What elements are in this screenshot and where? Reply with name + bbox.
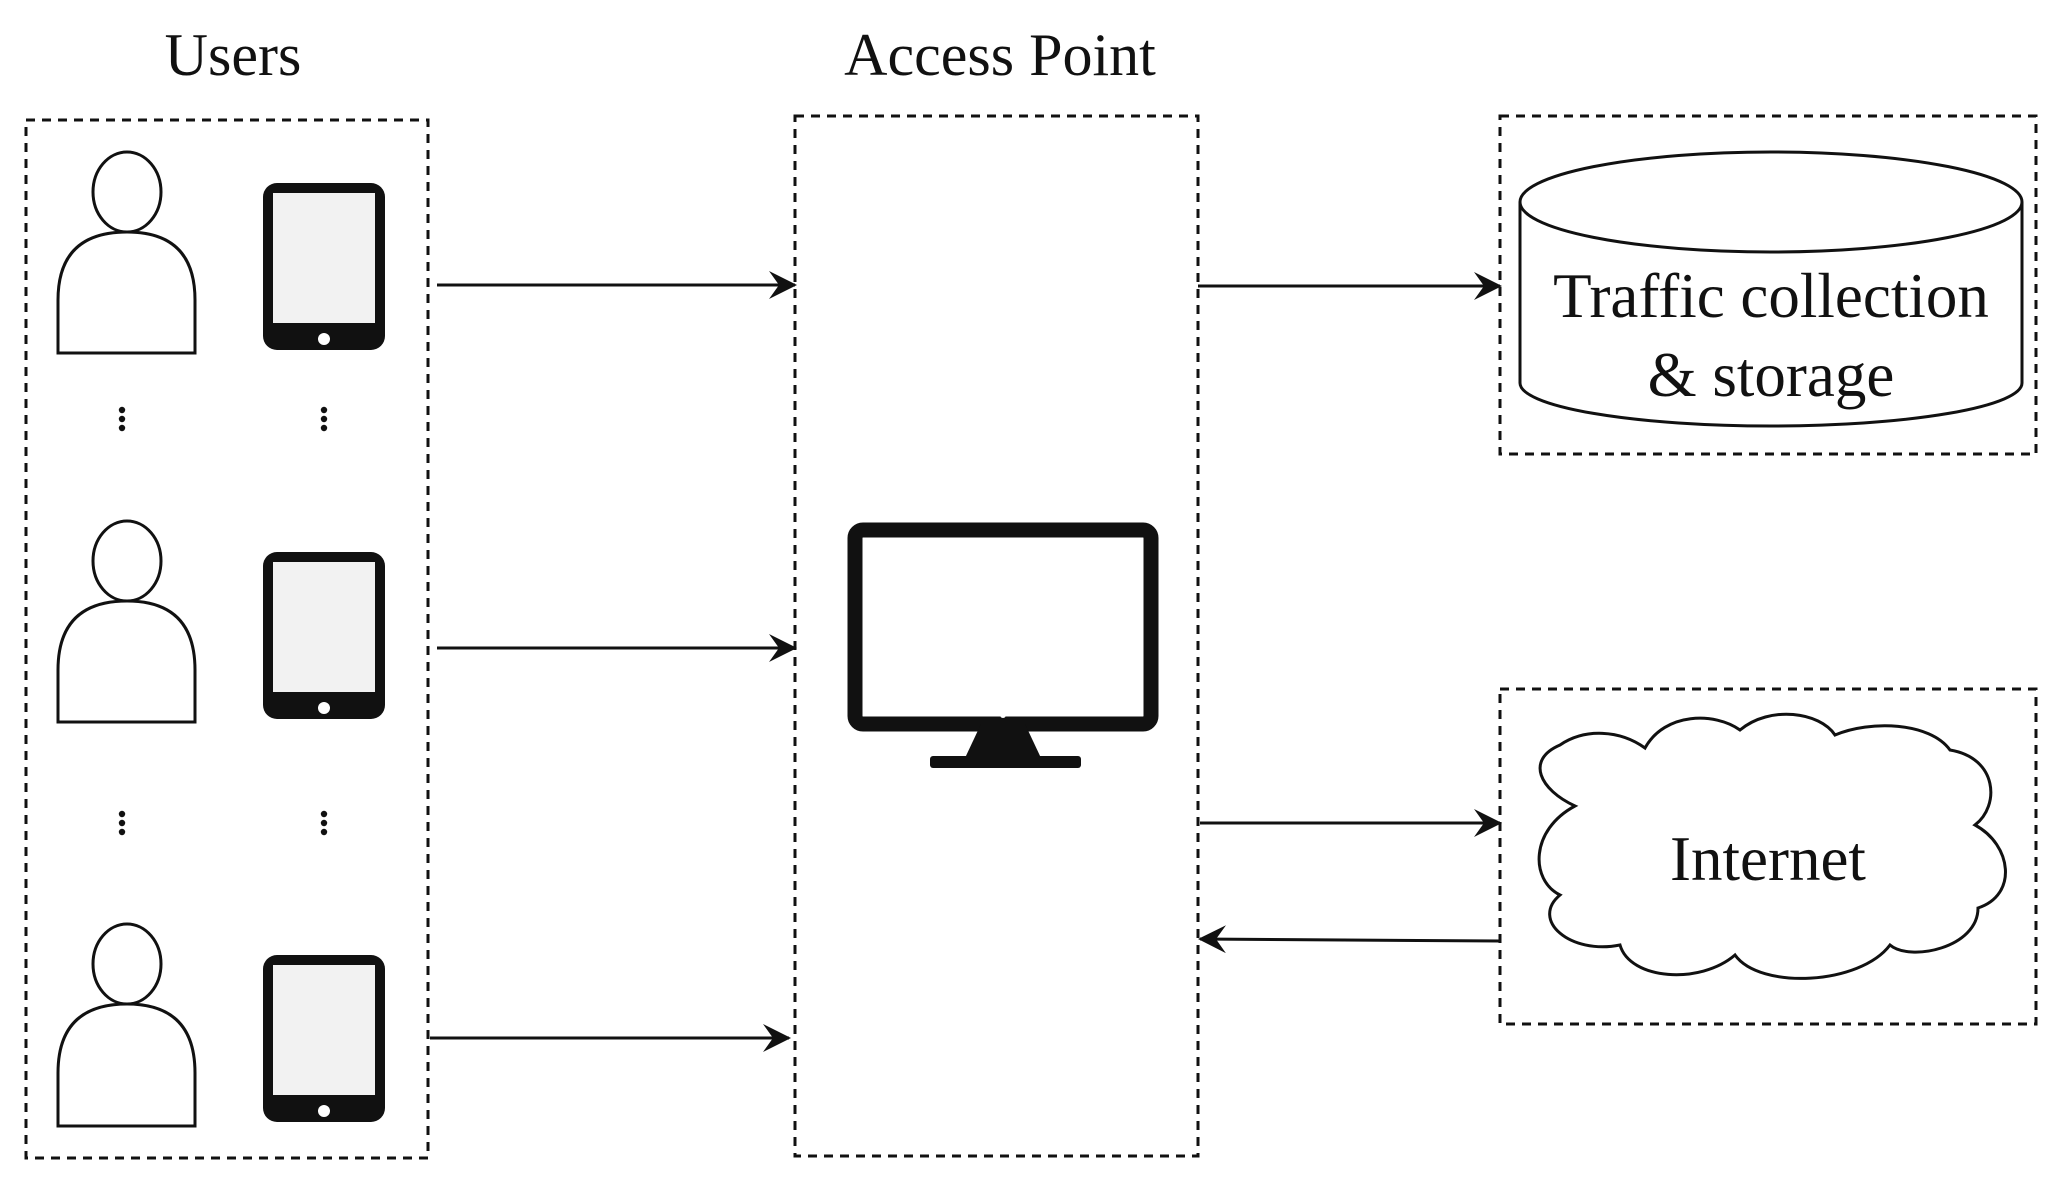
- person-icon: [56, 519, 197, 724]
- cloud-icon: [1537, 712, 2007, 980]
- user-row-2: [56, 519, 385, 724]
- storage-box: [1498, 114, 2038, 456]
- internet-box: [1498, 687, 2038, 1026]
- arrow-internet-to-ap: [1198, 925, 1501, 954]
- vertical-ellipsis-icon: [118, 406, 328, 432]
- storage-label-line2: & storage: [1648, 340, 1895, 410]
- vertical-ellipsis-icon: [118, 810, 328, 836]
- users-title: Users: [165, 22, 302, 88]
- access-point-title: Access Point: [844, 22, 1156, 88]
- user-row-3: [56, 922, 385, 1128]
- monitor-icon: [847, 522, 1159, 768]
- user-row-1: [56, 150, 385, 355]
- tablet-icon: [263, 552, 385, 719]
- users-group-box: [24, 118, 430, 1160]
- storage-label-line1: Traffic collection: [1553, 261, 1989, 331]
- tablet-icon: [263, 183, 385, 350]
- person-icon: [56, 922, 197, 1128]
- tablet-icon: [263, 955, 385, 1122]
- person-icon: [56, 150, 197, 355]
- database-cylinder-icon: [1518, 150, 2024, 428]
- internet-label: Internet: [1670, 824, 1866, 894]
